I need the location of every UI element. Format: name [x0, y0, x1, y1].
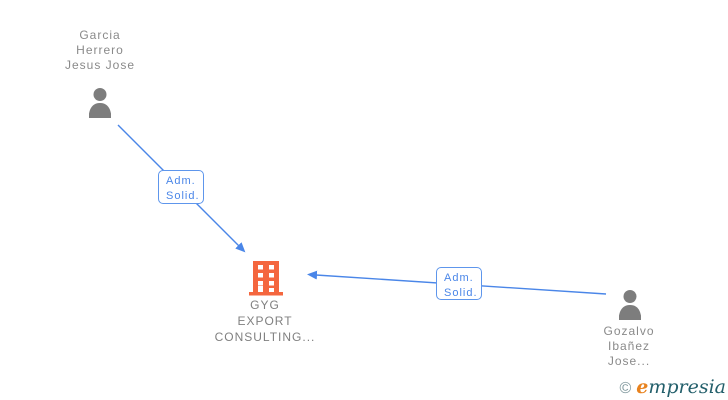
edge-label-adm-solid-2[interactable]: Adm. Solid.: [436, 267, 482, 300]
person-icon[interactable]: [615, 289, 645, 326]
node-label-person2[interactable]: Gozalvo Ibañez Jose...: [603, 324, 655, 368]
person-icon[interactable]: [85, 87, 115, 124]
empresia-watermark: © empresia: [619, 376, 726, 398]
brand-name: empresia: [636, 376, 726, 398]
node-label-person1[interactable]: Garcia Herrero Jesus Jose: [64, 28, 136, 72]
edge-label-adm-solid-1[interactable]: Adm. Solid.: [158, 170, 204, 204]
copyright-icon: ©: [619, 380, 632, 397]
node-label-company[interactable]: GYG EXPORT CONSULTING...: [214, 298, 316, 344]
building-icon[interactable]: [248, 261, 284, 301]
